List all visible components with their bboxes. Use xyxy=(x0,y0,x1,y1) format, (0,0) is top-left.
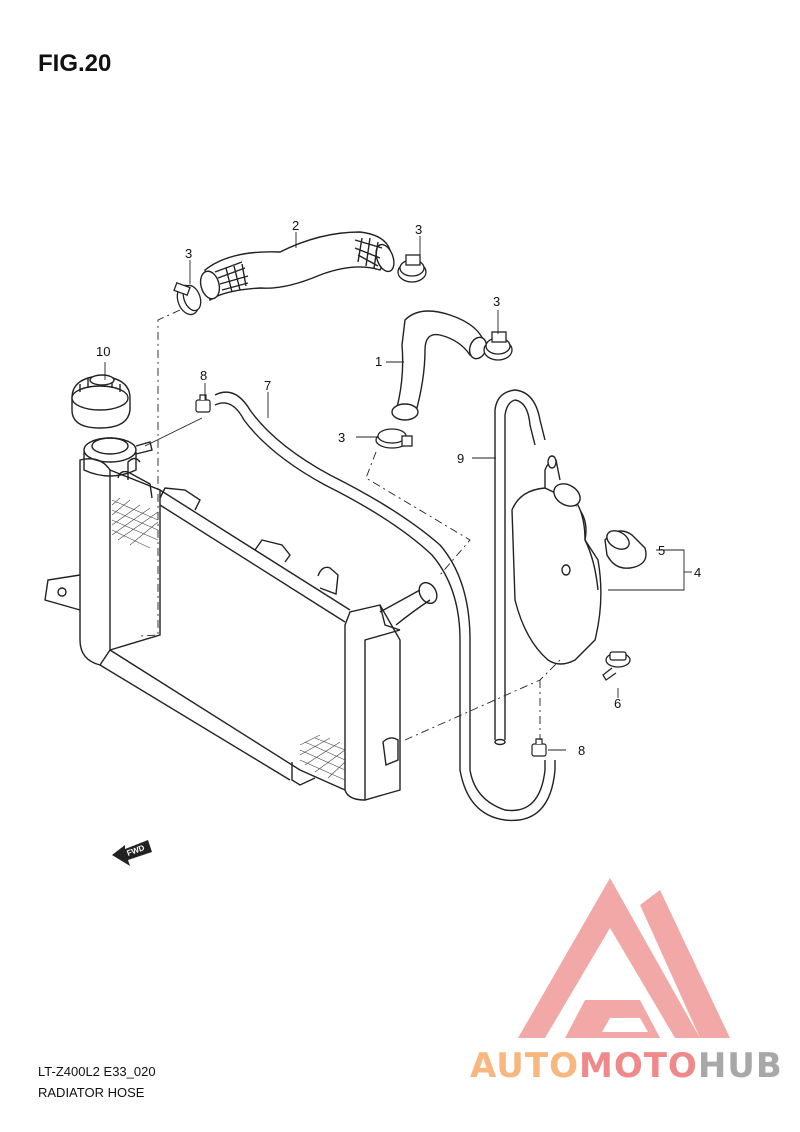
lower-radiator-hose[interactable] xyxy=(391,310,489,421)
watermark-logo xyxy=(518,878,730,1038)
section-name: RADIATOR HOSE xyxy=(38,1085,145,1100)
watermark-text: AUTOMOTOHUB xyxy=(470,1046,783,1086)
callout-8: 8 xyxy=(200,368,207,383)
upper-radiator-hose[interactable] xyxy=(198,231,398,302)
reservoir-hose[interactable] xyxy=(494,389,546,746)
small-clamp[interactable] xyxy=(195,394,211,413)
radiator-cap[interactable] xyxy=(71,374,131,429)
radiator-hatching xyxy=(111,497,346,781)
callout-6: 6 xyxy=(614,696,621,711)
hose-clamp xyxy=(483,331,513,361)
callout-3: 3 xyxy=(338,430,345,445)
watermark-part-auto: AUTO xyxy=(470,1046,579,1086)
model-code: LT-Z400L2 E33_020 xyxy=(38,1064,156,1079)
watermark-part-moto: MOTO xyxy=(578,1046,698,1086)
callout-7: 7 xyxy=(264,378,271,393)
bolt[interactable] xyxy=(602,651,631,681)
assembly-lines xyxy=(139,309,561,741)
callout-1: 1 xyxy=(375,354,382,369)
reservoir-cap[interactable] xyxy=(550,479,647,569)
callout-8: 8 xyxy=(578,743,585,758)
callout-5: 5 xyxy=(658,543,665,558)
small-clamp[interactable] xyxy=(531,738,547,757)
overflow-hose[interactable] xyxy=(214,391,556,822)
hose-clamp xyxy=(173,282,202,316)
callout-2: 2 xyxy=(292,218,299,233)
callout-numbers: 1 2 3 3 3 3 4 5 6 7 8 8 9 10 xyxy=(96,218,701,758)
callout-3: 3 xyxy=(415,222,422,237)
hose-clamp xyxy=(375,428,413,449)
figure-title: FIG.20 xyxy=(38,50,112,77)
callout-10: 10 xyxy=(96,344,110,359)
callout-4: 4 xyxy=(694,565,701,580)
reservoir-tank[interactable] xyxy=(511,455,602,665)
callout-9: 9 xyxy=(457,451,464,466)
callout-3: 3 xyxy=(185,246,192,261)
leader-lines xyxy=(104,232,692,751)
radiator[interactable] xyxy=(44,437,440,801)
hose-clamps[interactable] xyxy=(173,254,513,449)
watermark-part-hub: HUB xyxy=(697,1046,783,1086)
callout-3: 3 xyxy=(493,294,500,309)
hose-clamp xyxy=(397,254,427,283)
forward-arrow: FWD xyxy=(112,840,152,866)
